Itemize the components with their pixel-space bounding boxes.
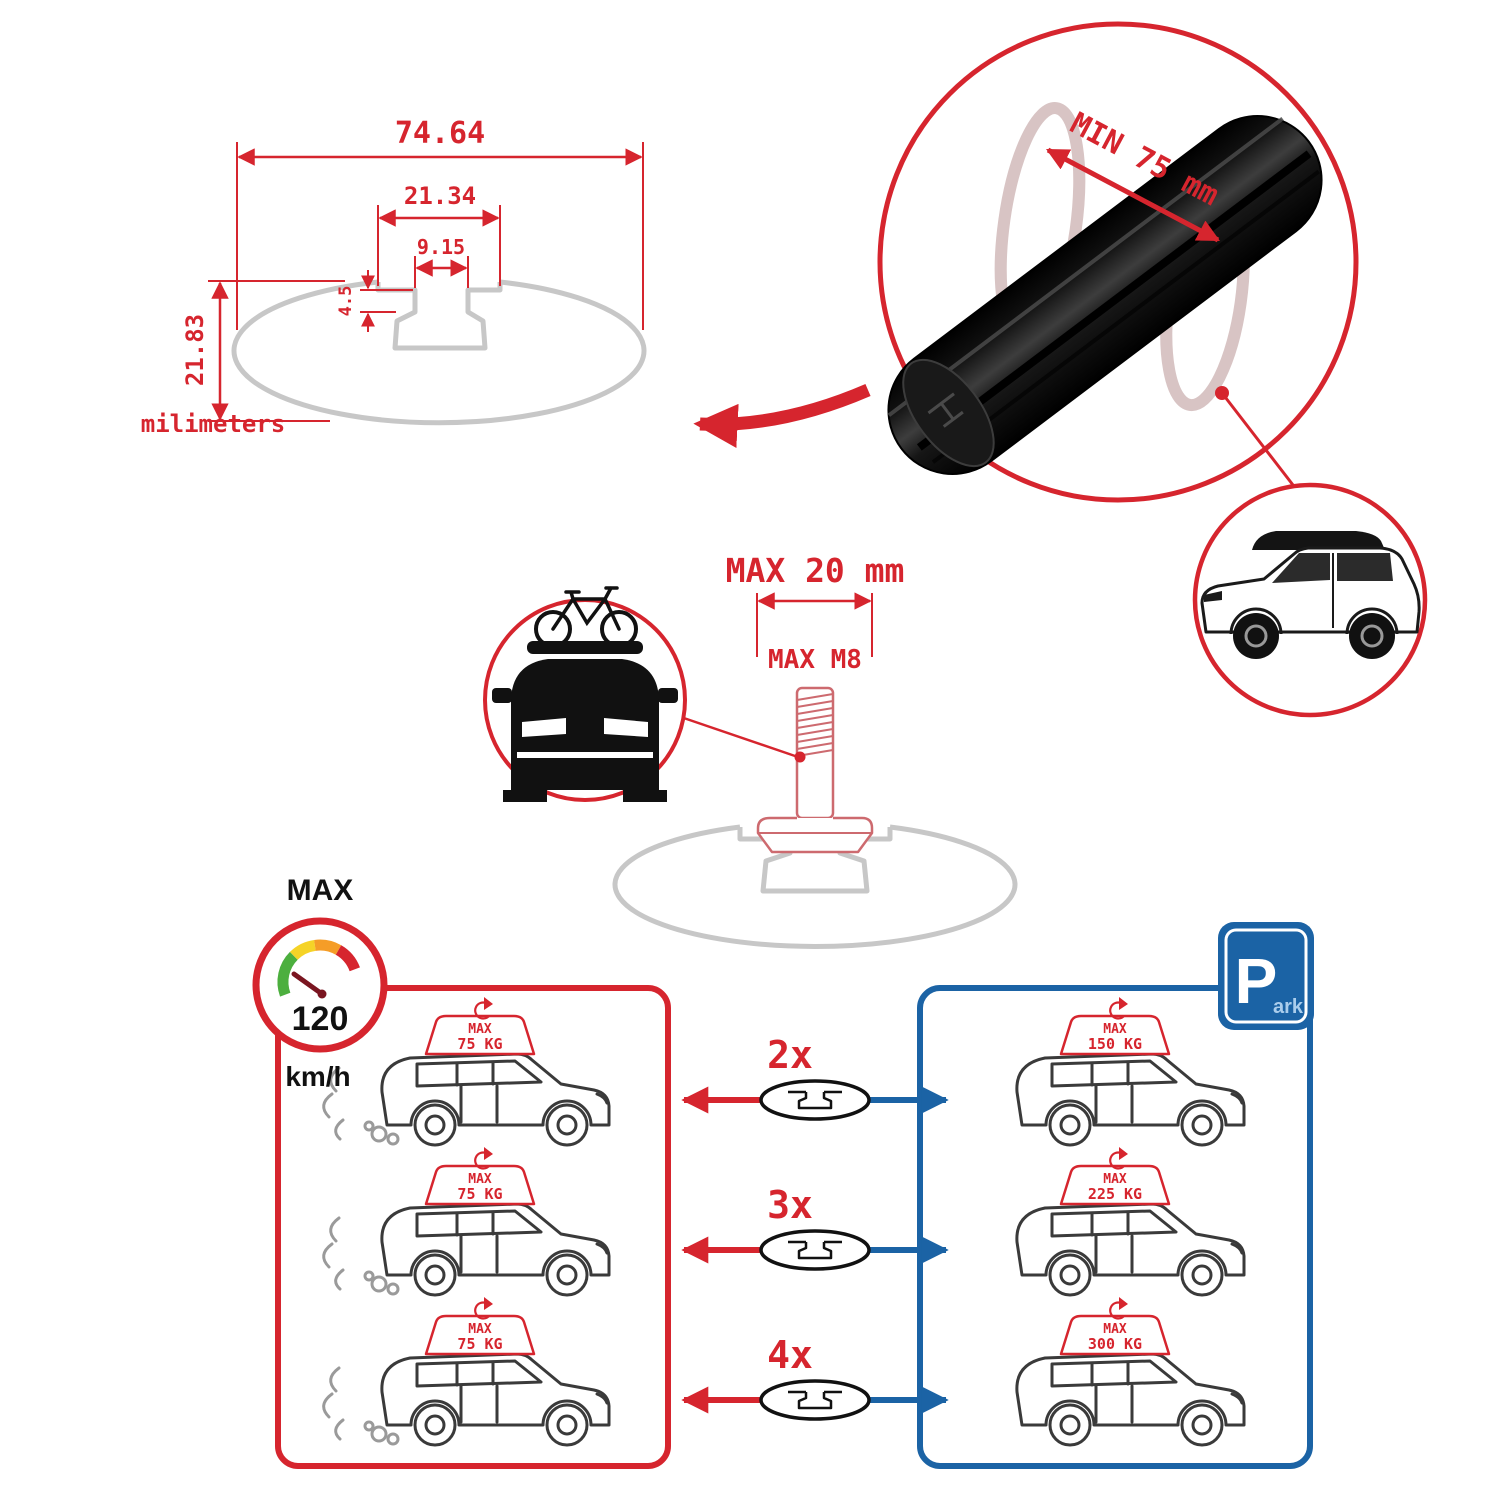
roofbox-max-label: MAX bbox=[1103, 1022, 1127, 1037]
dim-lip-depth-label: 4.5 bbox=[336, 286, 356, 317]
roofbox-max-label: MAX bbox=[468, 1172, 492, 1187]
units-label: milimeters bbox=[141, 410, 286, 438]
roofbox-max-label: MAX bbox=[468, 1022, 492, 1037]
driving-car-row: MAX 75 KG bbox=[322, 995, 611, 1147]
park-sign-border bbox=[1224, 928, 1308, 1024]
crossbar-section-icon bbox=[759, 1079, 871, 1121]
crossbar-section-icon bbox=[759, 1379, 871, 1421]
park-suffix: ark bbox=[1273, 996, 1304, 1018]
roofbox-load-value: 225 KG bbox=[1088, 1185, 1142, 1203]
roofbox-max-label: MAX bbox=[1103, 1172, 1127, 1187]
leader-line bbox=[671, 712, 799, 759]
driving-car-row: MAX 75 KG bbox=[322, 1295, 611, 1447]
suv-with-roofbox-icon bbox=[1200, 531, 1421, 659]
tbolt-spec: MAX 20 mm MAX M8 bbox=[612, 551, 1018, 949]
needle-icon bbox=[291, 971, 325, 997]
dim-total-width-label: 74.64 bbox=[395, 116, 485, 151]
max-thread-label: MAX M8 bbox=[768, 645, 862, 675]
profile-dimension-diagram: 74.64 21.34 9.15 4.5 21.83 milimeters bbox=[141, 116, 647, 438]
multiplier-label: 2x bbox=[767, 1033, 813, 1077]
multiplier-label: 3x bbox=[767, 1183, 813, 1227]
multiplier-row: 2x bbox=[681, 1033, 949, 1121]
roofbox-max-label: MAX bbox=[468, 1322, 492, 1337]
callout-arrow bbox=[693, 384, 871, 448]
roofbox-load-value: 300 KG bbox=[1088, 1335, 1142, 1353]
crossbar-magnifier: MIN 75 mm bbox=[877, 21, 1359, 503]
dim-total-height-label: 21.83 bbox=[181, 314, 209, 386]
profile-t-slot bbox=[375, 282, 503, 351]
tbolt-icon bbox=[756, 686, 874, 854]
park-sign: P ark bbox=[1218, 922, 1314, 1030]
multiplier-row: 3x bbox=[681, 1183, 949, 1271]
park-sign-plate bbox=[1218, 922, 1314, 1030]
speed-value: 120 bbox=[292, 1000, 349, 1038]
parked-car-row: MAX 150 KG bbox=[1015, 995, 1246, 1147]
thread-lines bbox=[796, 693, 834, 757]
dim-slot-outer-label: 21.34 bbox=[404, 182, 476, 210]
max-width-label: MAX 20 mm bbox=[726, 551, 905, 590]
crossbar-section-icon bbox=[759, 1229, 871, 1271]
load-capacity-section: MAX 75 KG MAX 75 KG MAX 75 KG MAX 150 KG bbox=[252, 874, 1314, 1469]
roofbox-load-value: 75 KG bbox=[457, 1035, 502, 1053]
speedometer-gauge bbox=[277, 939, 360, 997]
roofbox-load-value: 150 KG bbox=[1088, 1035, 1142, 1053]
speed-limit-badge: MAX 120 km/h bbox=[252, 874, 388, 1092]
ghost-profile-cross-section bbox=[612, 824, 1018, 949]
speed-max-label: MAX bbox=[287, 874, 354, 907]
parked-car-row: MAX 300 KG bbox=[1015, 1295, 1246, 1447]
driving-car-row: MAX 75 KG bbox=[322, 1145, 611, 1297]
suv-roofbox-inset bbox=[1192, 482, 1428, 718]
car-front-inset bbox=[483, 586, 687, 802]
roofbox-load-value: 75 KG bbox=[457, 1335, 502, 1353]
multiplier-row: 4x bbox=[681, 1333, 949, 1421]
car-front-icon bbox=[492, 641, 678, 802]
min-span-arrow bbox=[1046, 147, 1220, 243]
roofbox-max-label: MAX bbox=[1103, 1322, 1127, 1337]
park-letter: P bbox=[1235, 945, 1278, 1017]
profile-cross-section bbox=[231, 279, 647, 426]
needle-hub bbox=[317, 989, 327, 999]
leader-line bbox=[1220, 392, 1305, 499]
multiplier-label: 4x bbox=[767, 1333, 813, 1377]
dim-slot-opening-label: 9.15 bbox=[417, 235, 465, 259]
roofbox-load-value: 75 KG bbox=[457, 1185, 502, 1203]
speed-units: km/h bbox=[285, 1061, 350, 1092]
speedometer-circle bbox=[252, 917, 388, 1053]
callout-dot bbox=[794, 751, 806, 763]
parked-car-row: MAX 225 KG bbox=[1015, 1145, 1246, 1297]
